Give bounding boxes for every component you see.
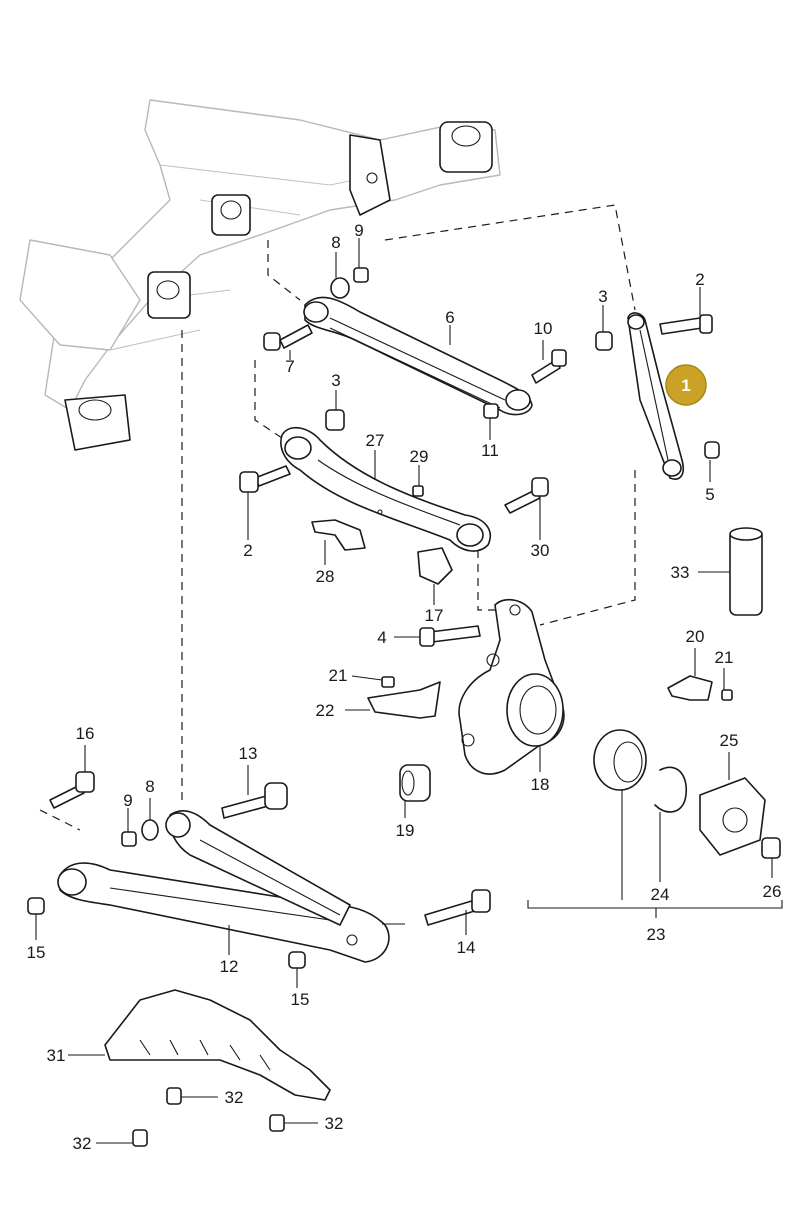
- callout-16: 16: [76, 724, 95, 743]
- callout-13: 13: [239, 744, 258, 763]
- callout-4: 4: [377, 628, 386, 647]
- callout-33: 33: [671, 563, 690, 582]
- callout-29: 29: [410, 447, 429, 466]
- toe-link-1: [627, 312, 685, 480]
- callout-labels: 2 3 5 6 7 8 9 10 11 3 2 27 29 30 28 17 3…: [27, 221, 782, 1153]
- callout-22: 22: [316, 701, 335, 720]
- callout-28: 28: [316, 567, 335, 586]
- callout-27: 27: [366, 431, 385, 450]
- callout-21-right: 21: [715, 648, 734, 667]
- callout-32-a: 32: [225, 1088, 244, 1107]
- callout-20: 20: [686, 627, 705, 646]
- callout-6: 6: [445, 308, 454, 327]
- callout-15-left: 15: [27, 943, 46, 962]
- lower-wishbone-12: [57, 810, 390, 963]
- callout-8-top: 8: [331, 233, 340, 252]
- rear-subframe: [19, 99, 501, 451]
- callout-5: 5: [705, 485, 714, 504]
- callout-21-left: 21: [329, 666, 348, 685]
- callout-7: 7: [285, 357, 294, 376]
- callout-26: 26: [763, 882, 782, 901]
- highlight-label: 1: [681, 376, 690, 395]
- callout-32-b: 32: [325, 1114, 344, 1133]
- underbody-panel-31: [104, 989, 331, 1101]
- callout-15-bottom: 15: [291, 990, 310, 1009]
- callout-12: 12: [220, 957, 239, 976]
- callout-24: 24: [651, 885, 670, 904]
- callout-3-middle: 3: [331, 371, 340, 390]
- callout-31: 31: [47, 1046, 66, 1065]
- fasteners: [27, 267, 781, 1147]
- control-link-6: [303, 296, 533, 416]
- callout-18: 18: [531, 775, 550, 794]
- callout-30: 30: [531, 541, 550, 560]
- callout-11: 11: [481, 441, 499, 460]
- callout-8-lower: 8: [145, 777, 154, 796]
- callout-23: 23: [647, 925, 666, 944]
- camber-arm-27: [280, 426, 491, 552]
- wheel-carrier-18: [458, 598, 565, 775]
- highlight-badge[interactable]: [665, 364, 707, 406]
- callout-32-c: 32: [73, 1134, 92, 1153]
- callout-2-top: 2: [695, 270, 704, 289]
- callout-14: 14: [457, 938, 476, 957]
- callout-2-middle: 2: [243, 541, 252, 560]
- leader-lines: [35, 238, 783, 1144]
- callout-17: 17: [425, 606, 444, 625]
- callout-9-top: 9: [354, 221, 363, 240]
- highlight-callout-1[interactable]: 1: [665, 364, 707, 406]
- assembly-dashed-lines: [39, 204, 636, 831]
- callout-9-lower: 9: [123, 791, 132, 810]
- callout-19: 19: [396, 821, 415, 840]
- callout-3-top: 3: [598, 287, 607, 306]
- callout-10: 10: [534, 319, 553, 338]
- callout-25: 25: [720, 731, 739, 750]
